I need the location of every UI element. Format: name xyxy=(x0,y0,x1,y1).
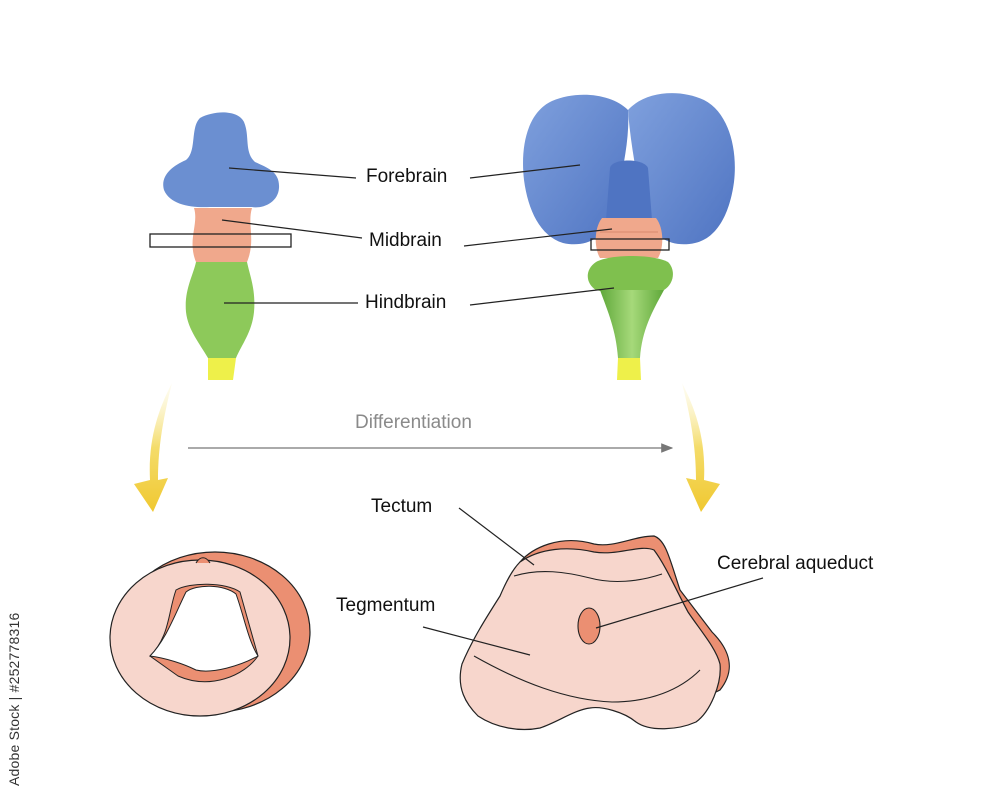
adult-brain xyxy=(523,93,735,380)
tegmentum-label: Tegmentum xyxy=(336,595,436,616)
embryonic-central-canal xyxy=(148,585,259,672)
embryonic-hindbrain xyxy=(185,262,255,358)
hindbrain-label: Hindbrain xyxy=(365,292,447,313)
adult-midbrain xyxy=(595,218,663,258)
adult-hemisphere-right xyxy=(628,93,735,245)
adult-medulla xyxy=(600,290,664,358)
adult-diencephalon xyxy=(606,160,652,220)
tectum-label: Tectum xyxy=(371,496,433,517)
embryonic-cross-section xyxy=(109,551,311,717)
embryonic-spinal-cord xyxy=(208,358,236,380)
left-yellow-arrow xyxy=(134,383,172,512)
adult-hemisphere-left xyxy=(523,94,629,245)
stock-watermark: Adobe Stock | #252778316 xyxy=(2,560,28,786)
watermark-text: Adobe Stock | #252778316 xyxy=(6,612,22,786)
adult-pons xyxy=(587,256,673,293)
embryonic-forebrain xyxy=(163,112,280,208)
tegmentum-boundary xyxy=(473,655,701,703)
embryonic-section-box xyxy=(149,233,292,248)
right-yellow-arrow xyxy=(682,383,720,512)
tectum-boundary xyxy=(513,571,663,582)
differentiation-label: Differentiation xyxy=(355,412,472,433)
adult-spinal-cord xyxy=(617,358,641,380)
adult-cross-section xyxy=(459,535,730,731)
embryonic-brain xyxy=(149,112,292,380)
upper-leader-lines xyxy=(221,164,615,306)
lower-leader-lines xyxy=(422,507,764,656)
adult-section-box xyxy=(590,238,670,251)
forebrain-label: Forebrain xyxy=(366,166,448,187)
embryonic-midbrain xyxy=(192,208,252,262)
midbrain-label: Midbrain xyxy=(369,230,442,251)
cerebral-aqueduct-shape xyxy=(577,607,601,645)
cerebral-aqueduct-label: Cerebral aqueduct xyxy=(717,553,874,574)
